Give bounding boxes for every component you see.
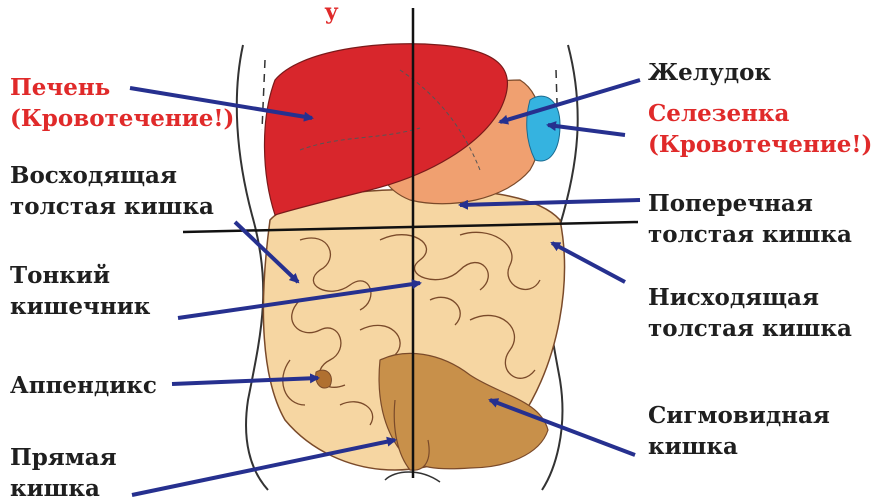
transverse-colon-label: Поперечная толстая кишка: [648, 188, 852, 250]
liver-label-line2: (Кровотечение!): [10, 103, 234, 134]
ascending-colon-label-line1: Восходящая: [10, 160, 214, 191]
spleen-label: Селезенка (Кровотечение!): [648, 98, 872, 160]
appendix-label-line1: Аппендикс: [10, 370, 157, 401]
arrow-rectum: [132, 440, 395, 495]
rectum-label-line2: кишка: [10, 473, 117, 504]
liver-label: Печень (Кровотечение!): [10, 72, 234, 134]
small-intestine-label-line2: кишечник: [10, 291, 150, 322]
rectum-label-line1: Прямая: [10, 442, 117, 473]
stomach-label-line1: Желудок: [648, 57, 771, 88]
descending-colon-label: Нисходящая толстая кишка: [648, 282, 852, 344]
sigmoid-colon-label-line2: кишка: [648, 431, 830, 462]
descending-colon-label-line2: толстая кишка: [648, 313, 852, 344]
spleen-label-line2: (Кровотечение!): [648, 129, 872, 160]
spleen-label-line1: Селезенка: [648, 98, 872, 129]
small-intestine-label: Тонкий кишечник: [10, 260, 150, 322]
descending-colon-label-line1: Нисходящая: [648, 282, 852, 313]
appendix-label: Аппендикс: [10, 370, 157, 401]
top-cropped-text: y: [325, 0, 338, 24]
rectum-label: Прямая кишка: [10, 442, 117, 504]
transverse-colon-label-line1: Поперечная: [648, 188, 852, 219]
stomach-label: Желудок: [648, 57, 771, 88]
ascending-colon-label: Восходящая толстая кишка: [10, 160, 214, 222]
sigmoid-colon-label: Сигмовидная кишка: [648, 400, 830, 462]
ascending-colon-label-line2: толстая кишка: [10, 191, 214, 222]
sigmoid-colon-label-line1: Сигмовидная: [648, 400, 830, 431]
liver-label-line1: Печень: [10, 72, 234, 103]
transverse-colon-label-line2: толстая кишка: [648, 219, 852, 250]
small-intestine-label-line1: Тонкий: [10, 260, 150, 291]
